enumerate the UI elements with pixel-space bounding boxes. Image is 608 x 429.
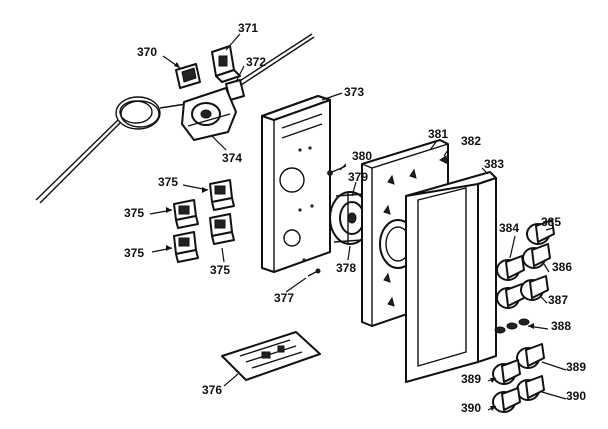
part-382-screw: [439, 155, 449, 165]
part-383-frame: [405, 171, 497, 383]
label-390-right: 390: [566, 389, 586, 403]
part-374: [181, 87, 237, 141]
knob-387: [496, 275, 549, 309]
switch-mid-left: [173, 199, 199, 229]
part-377-pin: [307, 268, 321, 277]
label-372: 372: [246, 55, 266, 69]
label-376: 376: [202, 383, 222, 397]
part-373-control-panel: [261, 95, 331, 273]
label-390-left: 390: [461, 401, 481, 415]
label-382: 382: [461, 134, 481, 148]
label-387: 387: [548, 293, 568, 307]
label-371: 371: [238, 21, 258, 35]
label-383: 383: [484, 157, 504, 171]
switch-lower-left: [173, 231, 199, 263]
label-378: 378: [336, 261, 356, 275]
label-385: 385: [541, 215, 561, 229]
label-381: 381: [428, 127, 448, 141]
knob-389-upper: [516, 343, 545, 369]
knob-385: [526, 219, 555, 245]
label-375-left-lower: 375: [124, 246, 144, 260]
label-374: 374: [222, 151, 242, 165]
label-377: 377: [274, 291, 294, 305]
thermostat-assembly: [35, 33, 315, 204]
label-373: 373: [344, 85, 364, 99]
part-labels: 370 371 372 373 374 375 375 375 375 376 …: [124, 21, 586, 415]
capillary-tube: [35, 33, 315, 204]
label-380: 380: [352, 149, 372, 163]
knob-386: [522, 243, 551, 269]
part-376-wiring-card: [221, 331, 321, 381]
part-371: [211, 45, 241, 83]
part-370: [175, 63, 201, 89]
label-375-top: 375: [158, 175, 178, 189]
label-389-right: 389: [566, 360, 586, 374]
label-375-left-upper: 375: [124, 206, 144, 220]
label-386: 386: [552, 260, 572, 274]
label-375-bottom: 375: [210, 263, 230, 277]
label-370: 370: [137, 45, 157, 59]
part-388-clips: [494, 318, 530, 334]
knob-390-right: [516, 375, 545, 401]
switch-upper-right: [209, 179, 235, 211]
label-388: 388: [551, 319, 571, 333]
label-389-left: 389: [461, 372, 481, 386]
label-384: 384: [499, 221, 519, 235]
label-379: 379: [348, 170, 368, 184]
knob-390-left: [492, 387, 521, 413]
switch-mid-right: [209, 213, 235, 245]
knob-384: [496, 255, 525, 281]
leader-arrowheads: [166, 62, 534, 411]
knob-389-lower: [492, 359, 521, 385]
